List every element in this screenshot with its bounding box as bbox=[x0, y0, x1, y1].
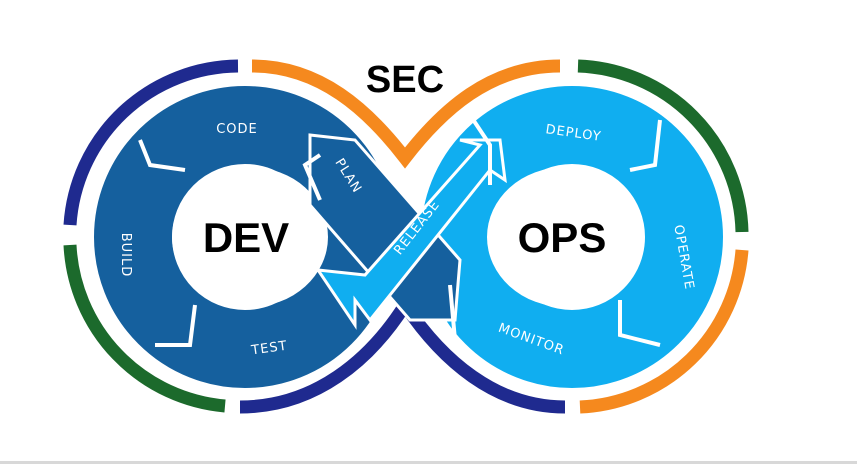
separator bbox=[438, 284, 458, 346]
separator bbox=[629, 119, 662, 172]
ops-loop-band bbox=[421, 86, 723, 388]
separator bbox=[618, 300, 661, 347]
outer-arc-orange-top-cross bbox=[251, 59, 561, 169]
stage-test: TEST bbox=[249, 339, 288, 359]
separator bbox=[155, 304, 197, 347]
bottom-divider bbox=[0, 461, 857, 464]
ops-label: OPS bbox=[518, 214, 607, 261]
separator bbox=[302, 153, 322, 201]
stage-code: CODE bbox=[216, 122, 258, 137]
dev-center bbox=[172, 167, 328, 307]
separator bbox=[138, 139, 186, 172]
outer-arc-green-top-right bbox=[577, 59, 749, 233]
stage-build: BUILD bbox=[118, 233, 133, 278]
outer-arc-green-bottom-left bbox=[63, 244, 226, 413]
separator bbox=[468, 113, 492, 185]
outer-arc-orange-bottom-right bbox=[579, 249, 749, 414]
outer-arc-navy-top-left bbox=[63, 59, 239, 226]
dev-label: DEV bbox=[203, 214, 289, 261]
sec-title: SEC bbox=[366, 59, 444, 101]
ops-center bbox=[487, 167, 643, 307]
release-band bbox=[314, 138, 507, 330]
